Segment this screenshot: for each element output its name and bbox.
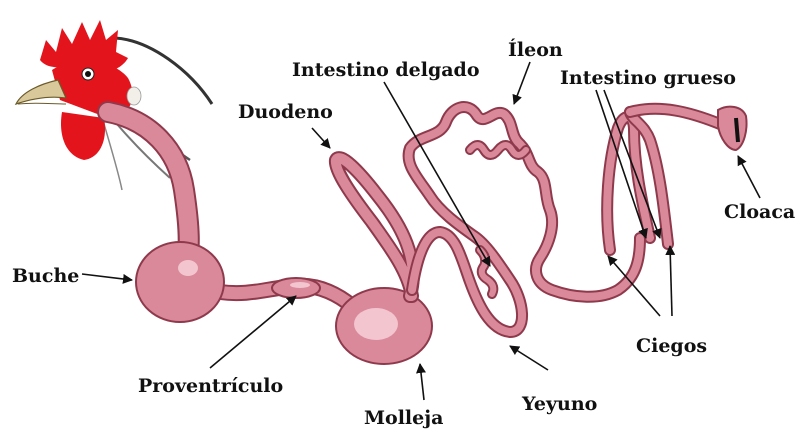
label-yeyuno: Yeyuno xyxy=(521,393,597,415)
label-ciegos: Ciegos xyxy=(636,335,707,357)
label-cloaca: Cloaca xyxy=(724,201,795,223)
label-buche: Buche xyxy=(12,265,79,287)
arrow-ciegos-2 xyxy=(670,246,672,316)
label-intestino-delgado: Intestino delgado xyxy=(292,59,480,81)
proventriculus xyxy=(272,278,320,298)
arrow-cloaca xyxy=(738,156,760,198)
arrow-duodeno xyxy=(312,128,330,148)
duodenum xyxy=(336,158,413,296)
label-molleja: Molleja xyxy=(364,407,443,429)
label-duodeno: Duodeno xyxy=(238,101,333,123)
label-proventriculo: Proventrículo xyxy=(138,375,283,397)
arrow-yeyuno xyxy=(510,346,548,370)
arrow-ileon xyxy=(514,62,530,104)
arrow-proventriculo xyxy=(210,296,296,368)
arrow-buche xyxy=(82,274,132,280)
crop xyxy=(136,242,224,322)
ceca-and-large-intestine xyxy=(607,107,746,250)
label-intestino-grueso: Intestino grueso xyxy=(560,67,736,89)
arrow-molleja xyxy=(420,364,424,400)
cloaca xyxy=(718,107,747,150)
label-ileon: Íleon xyxy=(508,38,563,61)
